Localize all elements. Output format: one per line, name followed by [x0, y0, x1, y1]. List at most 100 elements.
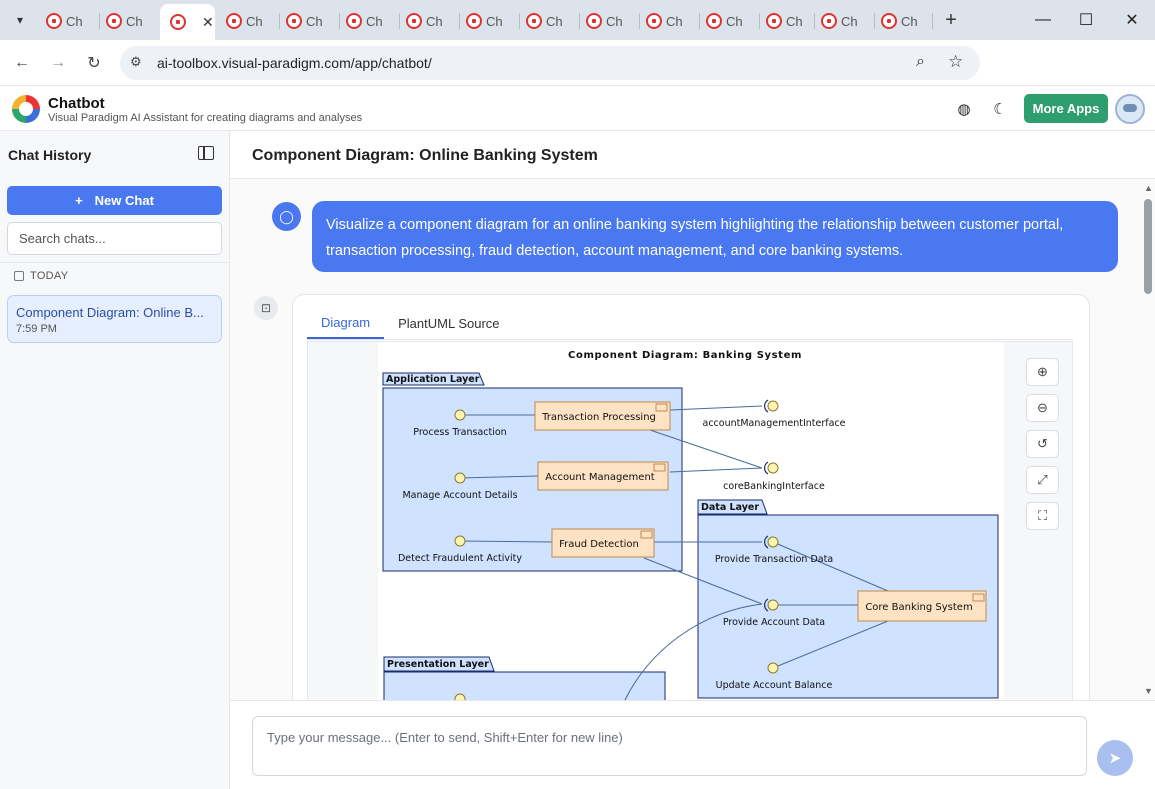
dark-mode-moon-icon[interactable]: ☾ — [993, 101, 1007, 118]
back-arrow-icon[interactable]: ← — [14, 54, 30, 71]
tab-diagram[interactable]: Diagram — [307, 307, 385, 339]
assistant-avatar[interactable] — [1115, 94, 1145, 124]
calendar-icon — [14, 271, 24, 281]
interface-update-account-balance[interactable] — [767, 662, 779, 674]
link-core-update-balance — [772, 620, 889, 669]
link-account-mgmt-interface — [669, 405, 763, 411]
new-tab-plus-icon[interactable]: + — [945, 8, 957, 31]
interface-provide-account-data[interactable] — [767, 599, 779, 611]
scroll-thumb[interactable] — [1144, 199, 1152, 294]
sidebar-title: Chat History — [8, 147, 92, 163]
component-fraud-detection[interactable]: Fraud Detection — [551, 528, 655, 558]
plus-icon: + — [75, 193, 83, 208]
scroll-down-arrow-icon[interactable]: ▼ — [1144, 686, 1153, 696]
reset-view-icon[interactable]: ↺ — [1026, 430, 1059, 458]
component-account-management[interactable]: Account Management — [537, 461, 669, 491]
browser-tab-7[interactable]: Ch — [400, 8, 460, 34]
browser-tab-12[interactable]: Ch — [700, 8, 760, 34]
tab-plantuml-source[interactable]: PlantUML Source — [398, 315, 500, 331]
component-transaction-processing[interactable]: Transaction Processing — [534, 401, 671, 431]
search-chats-input[interactable] — [7, 222, 222, 255]
svg-text:Core Banking System: Core Banking System — [865, 602, 972, 613]
more-apps-button[interactable]: More Apps — [1024, 94, 1108, 123]
reload-icon[interactable]: ↻ — [87, 55, 101, 72]
fullscreen-icon[interactable]: ⛶ — [1026, 502, 1059, 530]
svg-text:Fraud Detection: Fraud Detection — [559, 539, 639, 550]
component-diagram[interactable]: Component Diagram: Banking System Applic… — [378, 342, 1004, 714]
language-globe-icon[interactable]: ◍ — [957, 101, 971, 118]
svg-text:Manage Account Details: Manage Account Details — [402, 490, 517, 501]
browser-tab-11[interactable]: Ch — [640, 8, 700, 34]
tab-search-icon[interactable]: ▾ — [16, 13, 24, 27]
provided-interfaces — [454, 400, 779, 705]
minimize-icon[interactable]: — — [1035, 11, 1051, 28]
zoom-magnifier-icon[interactable]: ⌕ — [916, 53, 925, 70]
app-subtitle: Visual Paradigm AI Assistant for creatin… — [48, 112, 363, 124]
maximize-icon[interactable]: ☐ — [1078, 12, 1094, 29]
zoom-in-icon[interactable]: ⊕ — [1026, 358, 1059, 386]
forward-arrow-icon[interactable]: → — [50, 54, 66, 71]
browser-tab-1[interactable]: Ch — [40, 8, 100, 34]
collapse-sidebar-icon[interactable] — [198, 146, 214, 160]
send-arrow-icon[interactable]: ➤ — [1097, 740, 1133, 776]
tabs-underline — [307, 339, 1073, 340]
browser-tab-10[interactable]: Ch — [580, 8, 640, 34]
favicon-icon — [586, 13, 602, 29]
browser-tab-2[interactable]: Ch — [100, 8, 160, 34]
zoom-out-icon[interactable]: ⊖ — [1026, 394, 1059, 422]
svg-text:Detect Fraudulent Activity: Detect Fraudulent Activity — [398, 553, 522, 564]
new-chat-label: New Chat — [94, 193, 154, 208]
browser-tab-5[interactable]: Ch — [280, 8, 340, 34]
favicon-icon — [466, 13, 482, 29]
svg-text:accountManagementInterface: accountManagementInterface — [703, 418, 846, 429]
group-label: TODAY — [30, 270, 69, 282]
browser-tab-15[interactable]: Ch — [875, 8, 933, 34]
svg-text:Process Transaction: Process Transaction — [413, 427, 506, 438]
interface-manage-account-details[interactable] — [454, 472, 466, 484]
interface-process-transaction[interactable] — [454, 409, 466, 421]
browser-tab-active[interactable]: ✕ — [160, 4, 215, 40]
history-group-today: TODAY — [14, 270, 68, 282]
browser-toolbar: ← → ↻ ⚙ ai-toolbox.visual-paradigm.com/a… — [0, 40, 1155, 114]
message-input[interactable] — [252, 716, 1087, 776]
browser-tab-13[interactable]: Ch — [760, 8, 815, 34]
favicon-icon — [706, 13, 722, 29]
fit-to-screen-icon[interactable]: ⤢ — [1026, 466, 1059, 494]
site-settings-icon[interactable]: ⚙ — [130, 54, 142, 69]
bookmark-star-icon[interactable]: ☆ — [948, 52, 964, 71]
new-chat-button[interactable]: + New Chat — [7, 186, 222, 215]
browser-tab-6[interactable]: Ch — [340, 8, 400, 34]
link-core-banking-interface-1 — [649, 429, 763, 469]
interface-core-banking[interactable] — [767, 462, 779, 474]
interface-provide-transaction-data[interactable] — [767, 536, 779, 548]
interface-detect-fraudulent-activity[interactable] — [454, 535, 466, 547]
interface-labels: Process Transaction Manage Account Detai… — [398, 418, 846, 691]
browser-tab-14[interactable]: Ch — [815, 8, 875, 34]
browser-tab-8[interactable]: Ch — [460, 8, 520, 34]
chat-header: Component Diagram: Online Banking System — [230, 131, 1155, 179]
history-item-component-diagram[interactable]: Component Diagram: Online B... 7:59 PM — [7, 295, 222, 343]
link-core-transaction-data — [772, 541, 889, 592]
app-title: Chatbot — [48, 95, 105, 112]
browser-tab-4[interactable]: Ch — [220, 8, 280, 34]
package-tab-data — [697, 499, 768, 515]
svg-text:Provide Transaction Data: Provide Transaction Data — [715, 554, 833, 565]
package-label-presentation: Presentation Layer — [387, 659, 489, 670]
browser-tabstrip: ▾ Ch Ch ✕ Ch Ch Ch Ch Ch Ch Ch Ch Ch Ch … — [0, 0, 1155, 40]
interface-account-management[interactable] — [767, 400, 779, 412]
url-text[interactable]: ai-toolbox.visual-paradigm.com/app/chatb… — [157, 55, 432, 71]
diagram-viewer[interactable]: Component Diagram: Banking System Applic… — [307, 341, 1073, 714]
address-bar[interactable]: ⚙ ai-toolbox.visual-paradigm.com/app/cha… — [120, 46, 980, 80]
response-tabs: Diagram PlantUML Source — [307, 307, 514, 339]
scroll-up-arrow-icon[interactable]: ▲ — [1144, 183, 1153, 193]
chat-scrollbar[interactable]: ▲ ▼ — [1142, 183, 1153, 703]
browser-tab-9[interactable]: Ch — [520, 8, 580, 34]
favicon-icon — [286, 13, 302, 29]
favicon-icon — [881, 13, 897, 29]
component-core-banking-system[interactable]: Core Banking System — [857, 590, 987, 622]
user-message-bubble: Visualize a component diagram for an onl… — [312, 201, 1118, 272]
close-tab-icon[interactable]: ✕ — [202, 13, 214, 30]
package-label-application: Application Layer — [386, 374, 480, 385]
window-close-icon[interactable]: ✕ — [1125, 12, 1139, 29]
favicon-icon — [346, 13, 362, 29]
